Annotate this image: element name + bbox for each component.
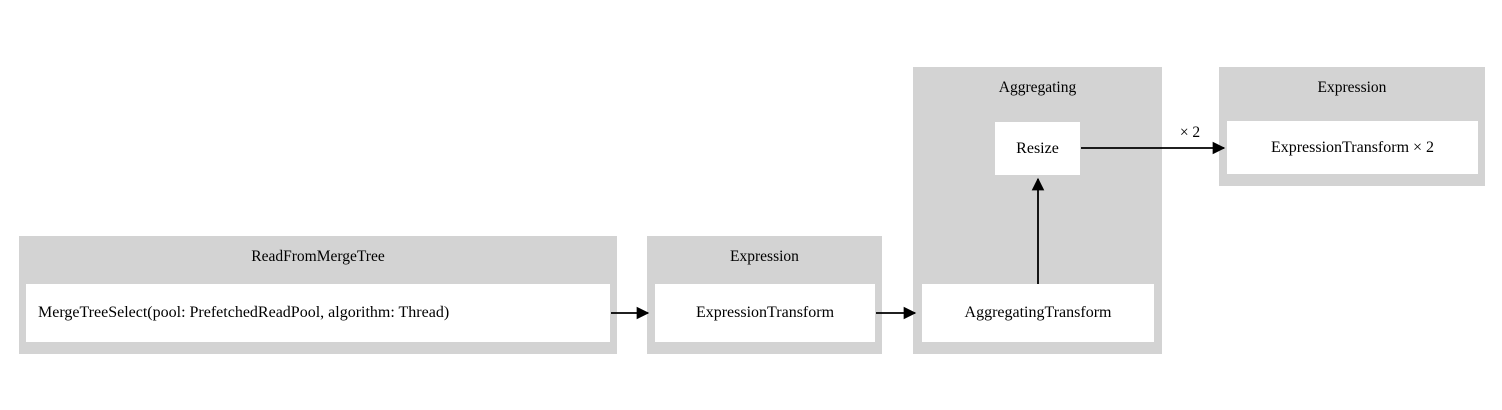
node-resize[interactable]: Resize — [995, 122, 1080, 175]
cluster-label-expression-2: Expression — [1317, 79, 1387, 96]
edge-label-resize-to-expression-transform-2: × 2 — [1179, 124, 1201, 141]
node-label-expression-transform-2: ExpressionTransform × 2 — [1270, 138, 1435, 156]
cluster-label-aggregating: Aggregating — [998, 79, 1077, 96]
node-label-expression-transform-1: ExpressionTransform — [695, 304, 835, 321]
node-label-resize: Resize — [1016, 139, 1059, 157]
node-merge-tree-select[interactable]: MergeTreeSelect(pool: PrefetchedReadPool… — [26, 284, 610, 342]
node-expression-transform-1[interactable]: ExpressionTransform — [655, 284, 875, 342]
node-label-merge-tree-select: MergeTreeSelect(pool: PrefetchedReadPool… — [38, 304, 450, 321]
node-aggregating-transform[interactable]: AggregatingTransform — [922, 284, 1154, 342]
cluster-label-read-from-merge-tree: ReadFromMergeTree — [251, 248, 385, 265]
node-label-aggregating-transform: AggregatingTransform — [964, 304, 1112, 321]
cluster-label-expression-1: Expression — [730, 248, 799, 265]
node-expression-transform-2[interactable]: ExpressionTransform × 2 — [1227, 121, 1478, 174]
